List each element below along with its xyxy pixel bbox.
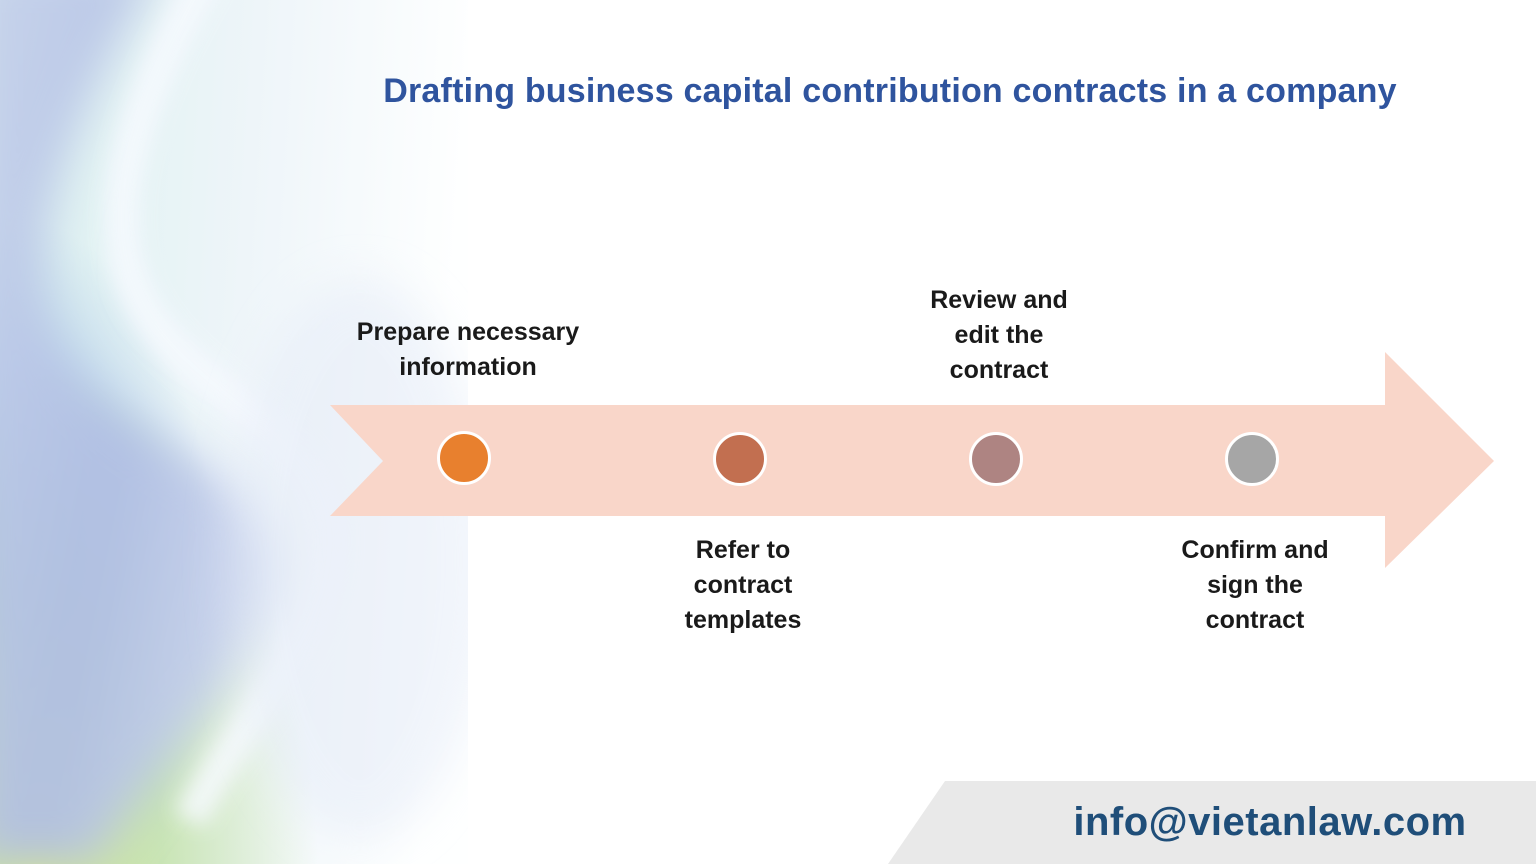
step-dot-1	[437, 431, 491, 485]
step-label-prepare-information: Prepare necessary information	[356, 318, 580, 381]
footer-banner: info@vietanlaw.com	[888, 781, 1536, 864]
process-arrow-shape	[330, 352, 1494, 568]
step-dot-4	[1225, 432, 1279, 486]
step-label-confirm-sign: Confirm and sign the contract	[1181, 536, 1329, 634]
process-arrow	[330, 352, 1494, 568]
step-label-review-edit: Review and edit the contract	[930, 286, 1068, 384]
footer-email: info@vietanlaw.com	[1073, 800, 1467, 844]
step-dot-2	[713, 432, 767, 486]
step-label-refer-templates: Refer to contract templates	[684, 536, 802, 634]
step-dot-3	[969, 432, 1023, 486]
page-title: Drafting business capital contribution c…	[383, 72, 1397, 110]
